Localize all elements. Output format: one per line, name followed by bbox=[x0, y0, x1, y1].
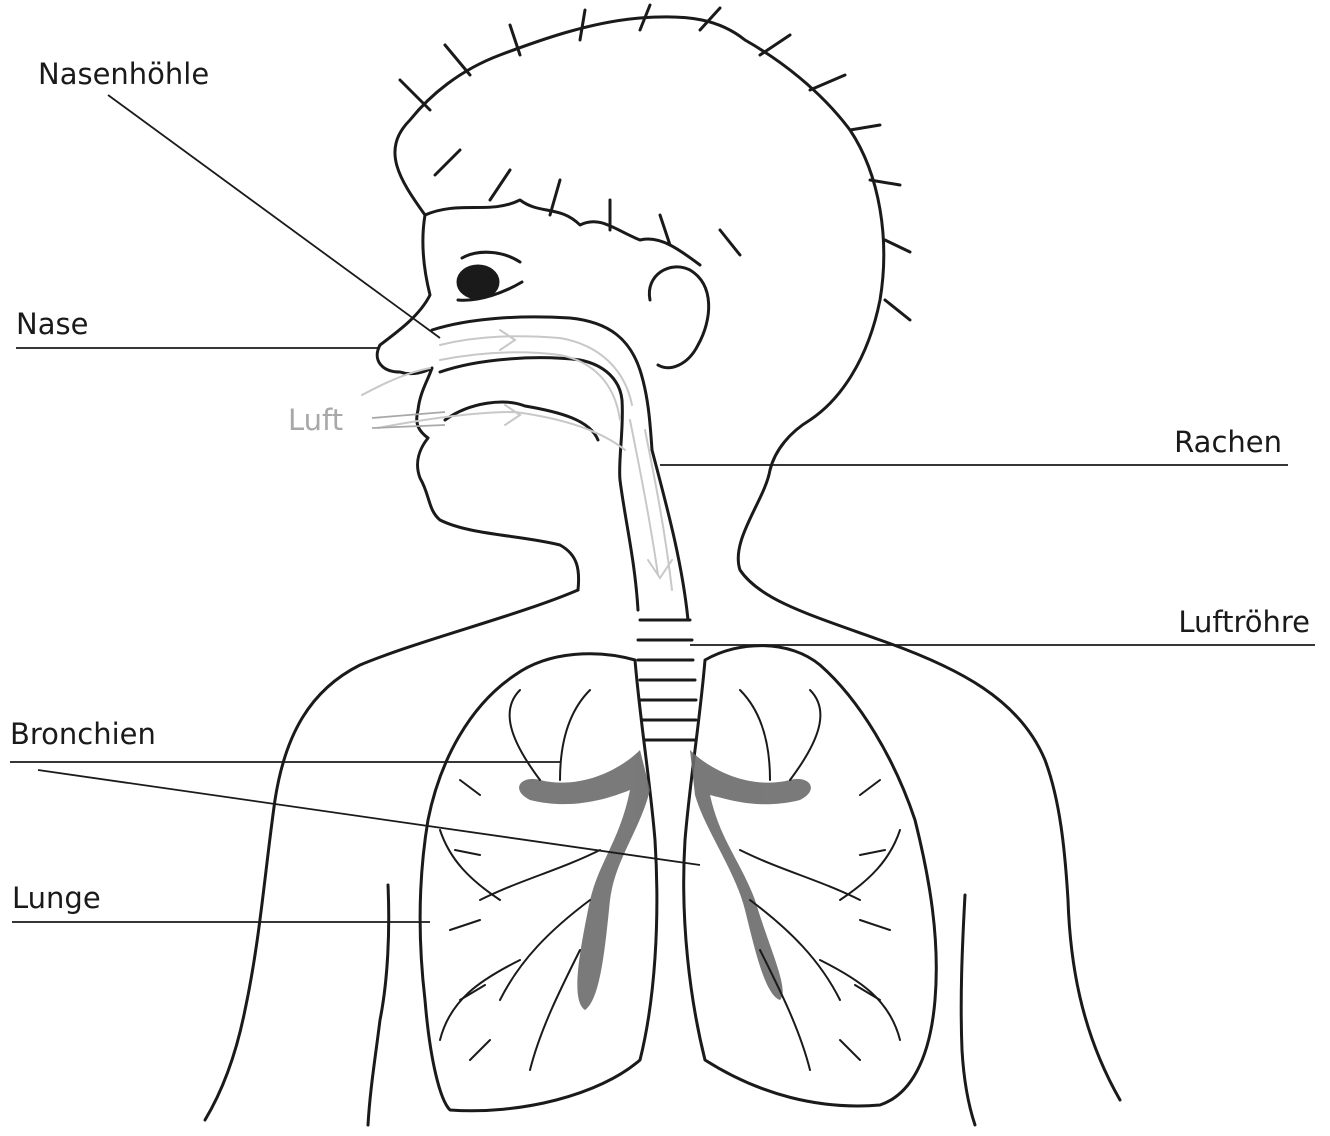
hair-outline bbox=[395, 17, 884, 470]
label-nasal-cavity: Nasenhöhle bbox=[38, 60, 209, 89]
label-bronchi: Bronchien bbox=[10, 720, 156, 749]
label-nose: Nase bbox=[16, 310, 88, 339]
eye bbox=[458, 266, 498, 298]
label-trachea: Luftröhre bbox=[1178, 608, 1310, 637]
trachea-rings bbox=[638, 620, 696, 740]
leader-nasenhoehle bbox=[108, 95, 440, 338]
bronchial-tree bbox=[440, 690, 900, 1070]
air-flow-arrows bbox=[362, 330, 672, 590]
throat-front bbox=[620, 480, 638, 610]
mouth bbox=[445, 402, 598, 440]
leader-luft-1 bbox=[372, 412, 445, 418]
palate bbox=[440, 358, 622, 480]
leader-lines-air bbox=[372, 412, 445, 428]
throat-back bbox=[652, 450, 688, 620]
torso-left bbox=[368, 885, 389, 1125]
label-air: Luft bbox=[288, 406, 343, 435]
bronchi-shading bbox=[519, 750, 811, 1010]
label-pharynx: Rachen bbox=[1174, 428, 1282, 457]
torso-right bbox=[961, 895, 975, 1125]
label-lung: Lunge bbox=[12, 884, 101, 913]
eyebrow bbox=[462, 252, 520, 262]
ear bbox=[649, 267, 708, 368]
